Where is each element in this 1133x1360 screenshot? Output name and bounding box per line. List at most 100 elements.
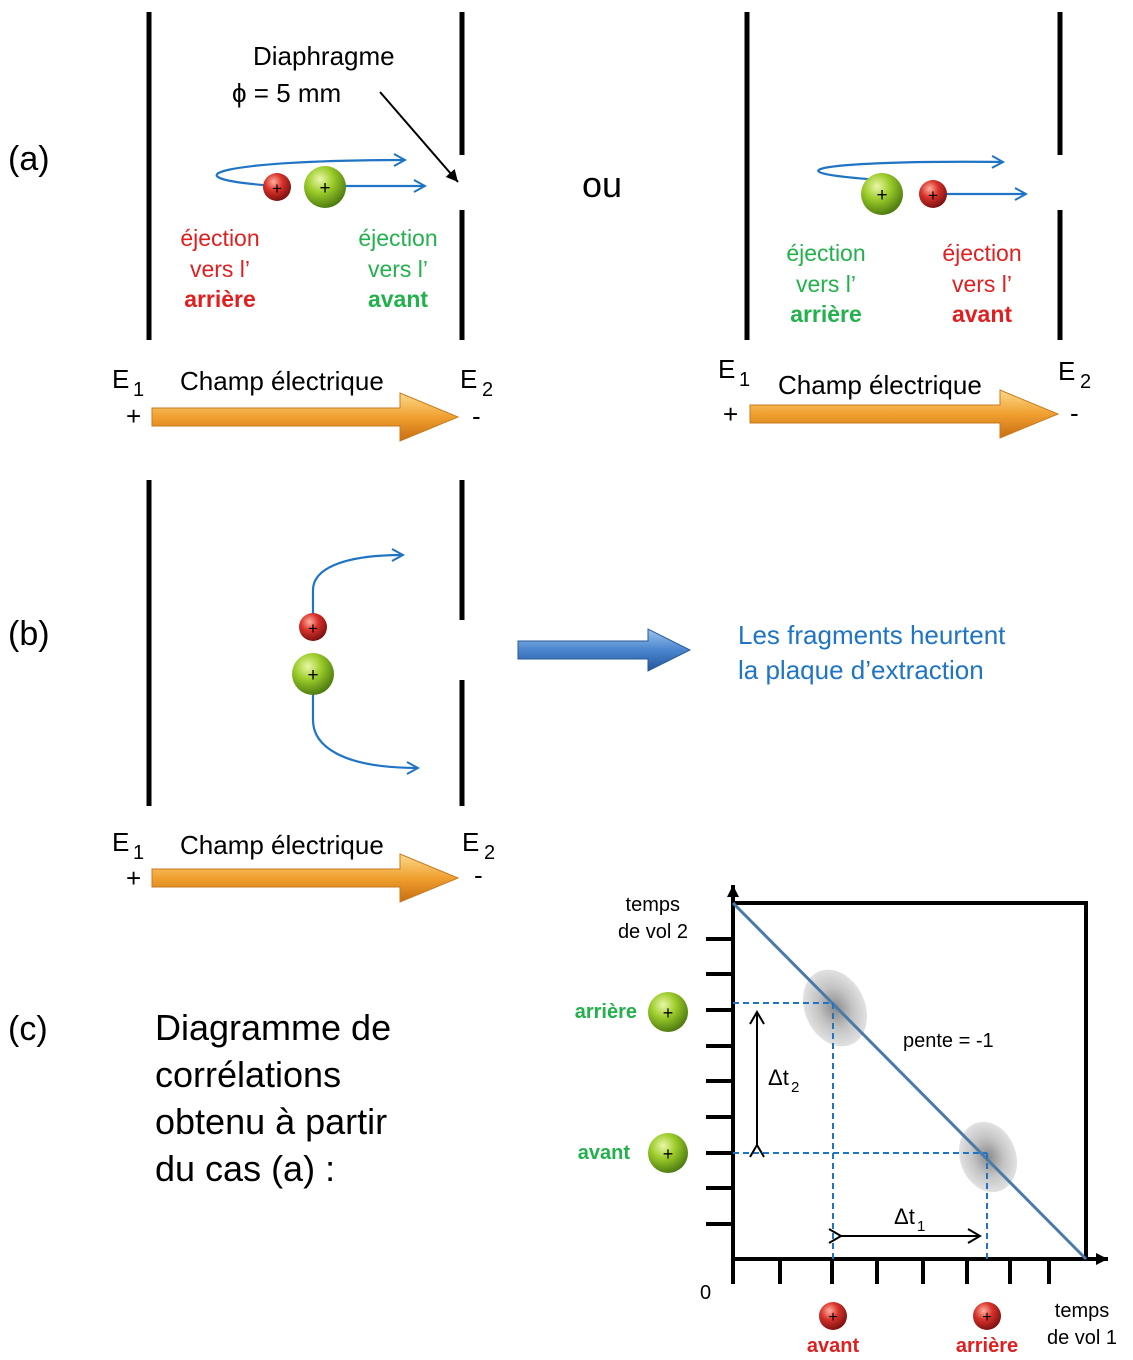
part-label-c: (c) [8, 1010, 48, 1048]
diaphragm-size: ϕ = 5 mm [232, 78, 341, 108]
ion-red: + [263, 173, 291, 201]
svg-text:de vol 2: de vol 2 [618, 921, 688, 943]
x-marker-front: + avant [807, 1302, 860, 1357]
y-marker-front: avant + [578, 1133, 688, 1173]
electrode-label-e1: E 1 + [112, 364, 144, 431]
result-text-line1: Les fragments heurtent [738, 620, 1006, 650]
label-ejection-rear: éjection vers l’ arrière [180, 225, 259, 312]
panel-b: (b) + + E 1 + E 2 - Champ électrique Les… [8, 480, 1006, 903]
svg-text:vers l’: vers l’ [952, 271, 1012, 297]
ion-green: + [292, 653, 334, 695]
svg-text:avant: avant [368, 286, 428, 312]
result-arrow [517, 628, 692, 672]
svg-text:temps: temps [626, 894, 680, 916]
panel-c-text-line4: du cas (a) : [155, 1148, 335, 1189]
svg-text:vers l’: vers l’ [368, 256, 428, 282]
svg-text:E: E [112, 364, 129, 394]
trajectory-down [311, 694, 418, 768]
diaphragm-pointer-arrow [379, 91, 459, 183]
label-ejection-rear: éjection vers l’ arrière [786, 240, 865, 327]
svg-text:2: 2 [484, 842, 495, 864]
svg-text:éjection: éjection [358, 225, 437, 251]
slope-line [731, 901, 1088, 1261]
svg-text:+: + [928, 186, 938, 205]
delta-t1-label: Δt 1 [894, 1204, 925, 1235]
svg-text:éjection: éjection [786, 240, 865, 266]
svg-text:+: + [663, 1144, 674, 1164]
ion-green: + [304, 166, 346, 208]
svg-text:vers l’: vers l’ [190, 256, 250, 282]
part-label-b: (b) [8, 615, 50, 653]
svg-text:+: + [828, 1309, 837, 1326]
svg-text:+: + [723, 399, 738, 429]
field-arrow [749, 389, 1060, 439]
ion-red: + [299, 613, 327, 641]
svg-text:Δt: Δt [894, 1204, 915, 1229]
electrode-label-e1: E 1 + [112, 827, 144, 893]
svg-text:1: 1 [739, 369, 750, 391]
svg-text:2: 2 [482, 379, 493, 401]
label-ejection-front: éjection vers l’ avant [358, 225, 437, 312]
svg-text:+: + [126, 401, 141, 431]
svg-text:arrière: arrière [790, 301, 862, 327]
svg-text:-: - [1070, 398, 1079, 428]
svg-text:avant: avant [952, 301, 1012, 327]
electrode-label-e2: E 2 - [460, 364, 493, 431]
svg-text:+: + [876, 185, 887, 206]
electrode-label-e2: E 2 - [462, 827, 495, 890]
svg-text:avant: avant [578, 1142, 631, 1164]
panel-a-right: + + éjection vers l’ arrière éjection ve… [718, 12, 1091, 439]
svg-text:Δt: Δt [768, 1065, 789, 1090]
svg-text:+: + [126, 863, 141, 893]
svg-text:E: E [1058, 356, 1075, 386]
svg-text:avant: avant [807, 1335, 860, 1357]
x-marker-rear: + arrière [956, 1302, 1018, 1357]
trajectory-rear [215, 160, 405, 188]
svg-text:-: - [474, 860, 483, 890]
svg-text:+: + [272, 179, 282, 198]
svg-text:-: - [472, 401, 481, 431]
result-text-line2: la plaque d’extraction [738, 655, 984, 685]
field-label: Champ électrique [180, 366, 384, 396]
panel-c-text-line1: Diagramme de [155, 1007, 391, 1048]
trajectory-up [311, 555, 403, 615]
panel-a-left: (a) Diaphragme ϕ = 5 mm + + éjection ver… [8, 12, 493, 442]
svg-text:E: E [112, 827, 129, 857]
svg-text:2: 2 [1080, 371, 1091, 393]
svg-text:2: 2 [791, 1079, 799, 1096]
svg-text:E: E [462, 827, 479, 857]
field-arrow [151, 853, 460, 903]
panel-c-text-line2: corrélations [155, 1054, 341, 1095]
svg-text:arrière: arrière [956, 1335, 1018, 1357]
svg-text:+: + [307, 665, 318, 686]
svg-text:+: + [663, 1003, 674, 1023]
part-label-a: (a) [8, 140, 50, 178]
y-ticks [706, 937, 733, 1226]
field-label: Champ électrique [180, 830, 384, 860]
field-arrow [151, 392, 460, 442]
svg-text:de vol 1: de vol 1 [1047, 1327, 1117, 1349]
electrode-label-e1: E 1 + [718, 354, 750, 429]
electrode-label-e2: E 2 - [1058, 356, 1091, 428]
x-axis-label: temps de vol 1 [1047, 1300, 1117, 1349]
svg-text:1: 1 [133, 842, 144, 864]
origin-label: 0 [700, 1282, 711, 1304]
svg-text:+: + [982, 1309, 991, 1326]
y-axis-label: temps de vol 2 [618, 894, 688, 943]
svg-text:temps: temps [1055, 1300, 1109, 1322]
slope-label: pente = -1 [903, 1030, 994, 1052]
svg-text:éjection: éjection [180, 225, 259, 251]
svg-text:+: + [308, 619, 318, 638]
panel-c: (c) Diagramme de corrélations obtenu à p… [8, 885, 1117, 1357]
y-marker-rear: arrière + [575, 992, 688, 1032]
svg-text:E: E [718, 354, 735, 384]
x-ticks [731, 1259, 1051, 1284]
svg-text:vers l’: vers l’ [796, 271, 856, 297]
correlation-plot: Δt 2 Δt 1 pente = -1 temps de vol 2 temp… [575, 885, 1117, 1357]
svg-text:E: E [460, 364, 477, 394]
ion-green: + [861, 173, 903, 215]
svg-text:1: 1 [133, 379, 144, 401]
panel-c-text-line3: obtenu à partir [155, 1101, 387, 1142]
svg-text:+: + [319, 178, 330, 199]
